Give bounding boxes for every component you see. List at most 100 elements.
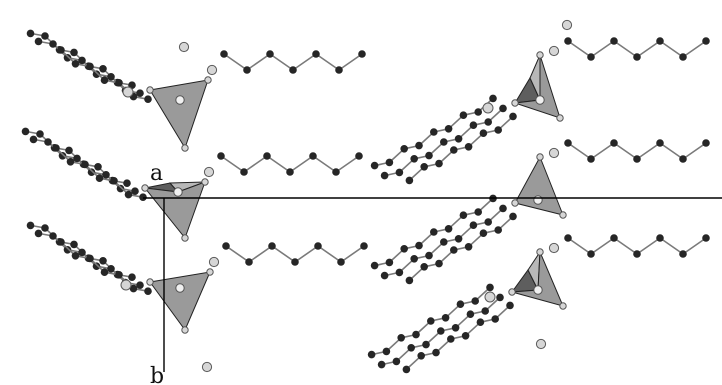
- carbon-atom: [633, 155, 641, 163]
- carbon-atom: [412, 330, 420, 339]
- carbon-atom: [124, 190, 133, 199]
- carbon-atom: [633, 250, 641, 258]
- oxygen-atom: [548, 45, 560, 57]
- carbon-atom: [92, 262, 101, 271]
- carbon-atom: [99, 257, 107, 265]
- carbon-atom: [129, 284, 138, 293]
- oxygen-atom: [146, 278, 154, 286]
- carbon-atom: [335, 66, 343, 74]
- carbon-atom: [115, 271, 123, 279]
- carbon-atom: [464, 243, 473, 251]
- alkyl-chain: [52, 144, 147, 201]
- carbon-atom: [377, 360, 386, 369]
- carbon-atom: [476, 318, 485, 327]
- coordination-tetrahedra: [120, 19, 573, 373]
- carbon-atom: [370, 261, 379, 270]
- oxygen-atom: [204, 76, 212, 84]
- carbon-atom: [435, 159, 443, 168]
- carbon-atom: [385, 158, 394, 167]
- carbon-atom: [610, 139, 618, 147]
- oxygen-atom: [511, 99, 519, 107]
- carbon-atom: [34, 37, 43, 46]
- carbon-atom: [441, 314, 450, 322]
- carbon-atom: [564, 139, 572, 147]
- carbon-atom: [44, 138, 52, 146]
- carbon-atom: [71, 60, 80, 68]
- tetrahedron: [141, 178, 209, 242]
- carbon-atom: [41, 224, 49, 232]
- carbon-atom: [410, 155, 419, 163]
- carbon-atom: [355, 152, 363, 160]
- carbon-atom: [107, 265, 115, 273]
- alkyl-chain: [377, 293, 504, 369]
- carbon-atom: [220, 50, 228, 58]
- alkyl-chain: [380, 104, 507, 180]
- oxygen-atom: [561, 19, 573, 31]
- carbon-atom: [587, 155, 595, 163]
- carbon-atom: [94, 163, 102, 171]
- oxygen-atom: [535, 338, 547, 350]
- oxygen-atom: [559, 302, 567, 310]
- carbon-atom: [450, 246, 458, 254]
- carbon-atom: [49, 232, 57, 240]
- carbon-atom: [286, 168, 294, 176]
- carbon-atom: [499, 104, 507, 113]
- carbon-atom: [402, 365, 411, 374]
- carbon-atom: [679, 250, 687, 258]
- carbon-atom: [57, 46, 65, 54]
- carbon-atom: [509, 212, 517, 221]
- carbon-atom: [471, 297, 480, 305]
- tetrahedron-face: [149, 271, 211, 332]
- carbon-atom: [26, 221, 35, 230]
- carbon-atom: [469, 121, 478, 129]
- carbon-atom: [469, 221, 478, 229]
- oxygen-atom: [206, 64, 218, 76]
- carbon-atom: [66, 158, 75, 166]
- carbon-atom: [370, 161, 379, 170]
- oxygen-atom: [120, 279, 132, 291]
- carbon-atom: [358, 50, 366, 58]
- alkyl-chains: [21, 29, 710, 374]
- carbon-atom: [291, 258, 299, 266]
- carbon-atom: [36, 130, 44, 138]
- carbon-atom: [454, 135, 463, 143]
- oxygen-atom: [181, 234, 189, 242]
- oxygen-atom: [536, 51, 544, 59]
- oxygen-atom: [181, 144, 189, 152]
- carbon-atom: [49, 40, 57, 48]
- alkyl-chain: [370, 94, 497, 170]
- carbon-atom: [494, 126, 503, 134]
- carbon-atom: [263, 152, 271, 160]
- carbon-atom: [499, 204, 507, 213]
- carbon-atom: [131, 187, 139, 195]
- alkyl-chain: [402, 301, 514, 374]
- oxygen-atom: [146, 86, 154, 94]
- carbon-atom: [240, 168, 248, 176]
- oxygen-atom: [548, 242, 560, 254]
- carbon-atom: [440, 238, 448, 246]
- carbon-atom: [459, 111, 468, 119]
- carbon-atom: [656, 37, 664, 45]
- carbon-atom: [444, 125, 453, 133]
- carbon-atom: [123, 179, 131, 187]
- carbon-atom: [52, 144, 60, 152]
- carbon-atom: [95, 174, 104, 182]
- alkyl-chain: [564, 37, 710, 61]
- carbon-atom: [496, 293, 504, 302]
- carbon-atom: [34, 229, 43, 238]
- carbon-atom: [633, 53, 641, 61]
- carbon-atom: [144, 287, 152, 296]
- oxygen-atom: [482, 102, 494, 114]
- carbon-atom: [484, 118, 493, 126]
- carbon-atom: [420, 163, 429, 171]
- carbon-atom: [432, 348, 440, 357]
- tetrahedron: [508, 248, 567, 310]
- carbon-atom: [65, 146, 73, 155]
- carbon-atom: [474, 108, 483, 116]
- carbon-atom: [410, 254, 419, 263]
- carbon-atom: [71, 252, 80, 260]
- carbon-atom: [73, 154, 81, 163]
- carbon-atom: [382, 347, 391, 356]
- unit-cell-axes: a b: [143, 161, 722, 385]
- carbon-atom: [392, 357, 401, 366]
